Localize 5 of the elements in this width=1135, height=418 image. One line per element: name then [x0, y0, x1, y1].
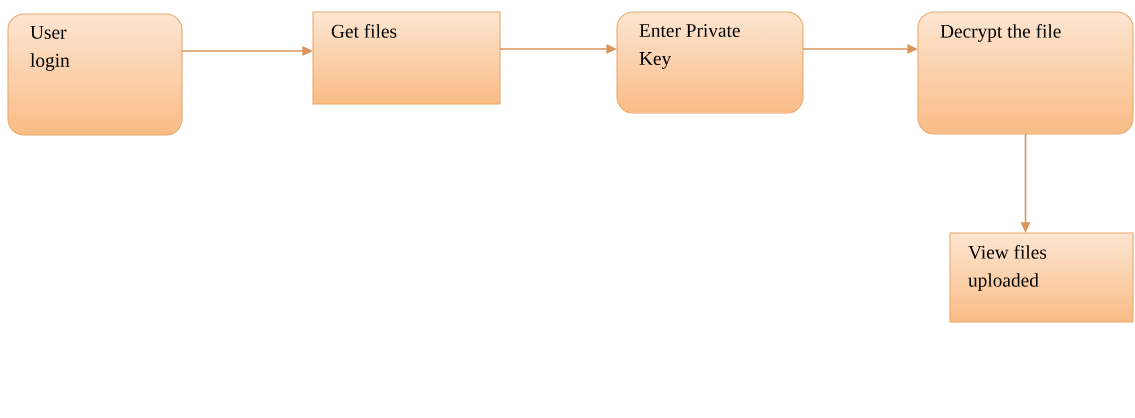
process-box: Get files	[312, 11, 501, 105]
process-box: View files uploaded	[949, 232, 1134, 323]
rounded-box: Enter Private Key	[616, 11, 804, 114]
rounded-box: User login	[7, 13, 183, 136]
rounded-box: Decrypt the file	[917, 11, 1134, 135]
